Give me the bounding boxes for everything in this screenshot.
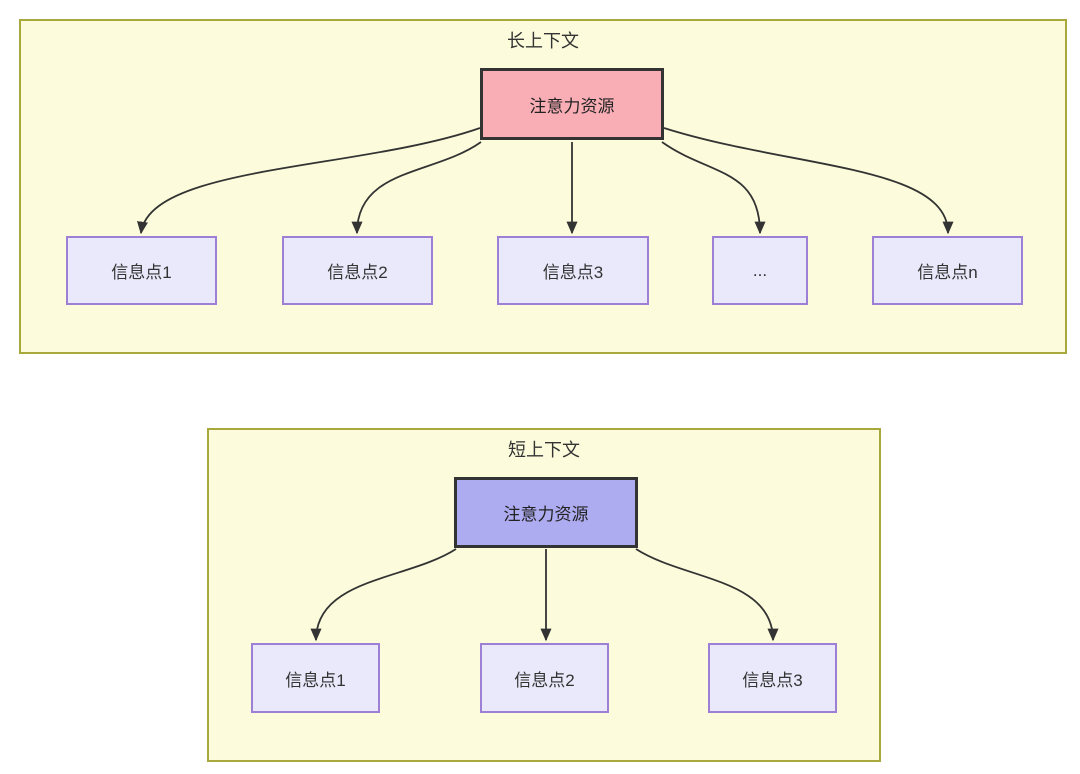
long-info-node-n: 信息点n bbox=[872, 236, 1023, 305]
attention-resource-box-short: 注意力资源 bbox=[454, 477, 638, 548]
short-info-node-3: 信息点3 bbox=[708, 643, 837, 713]
short-context-title: 短上下文 bbox=[508, 440, 580, 460]
short-info-node-1: 信息点1 bbox=[251, 643, 380, 713]
long-context-title: 长上下文 bbox=[507, 31, 579, 51]
short-info-node-2: 信息点2 bbox=[480, 643, 609, 713]
long-info-node-2: 信息点2 bbox=[282, 236, 433, 305]
long-info-node-ellipsis: ... bbox=[712, 236, 808, 305]
attention-resource-box-long: 注意力资源 bbox=[480, 68, 664, 140]
long-info-node-3: 信息点3 bbox=[497, 236, 649, 305]
long-info-node-1: 信息点1 bbox=[66, 236, 217, 305]
